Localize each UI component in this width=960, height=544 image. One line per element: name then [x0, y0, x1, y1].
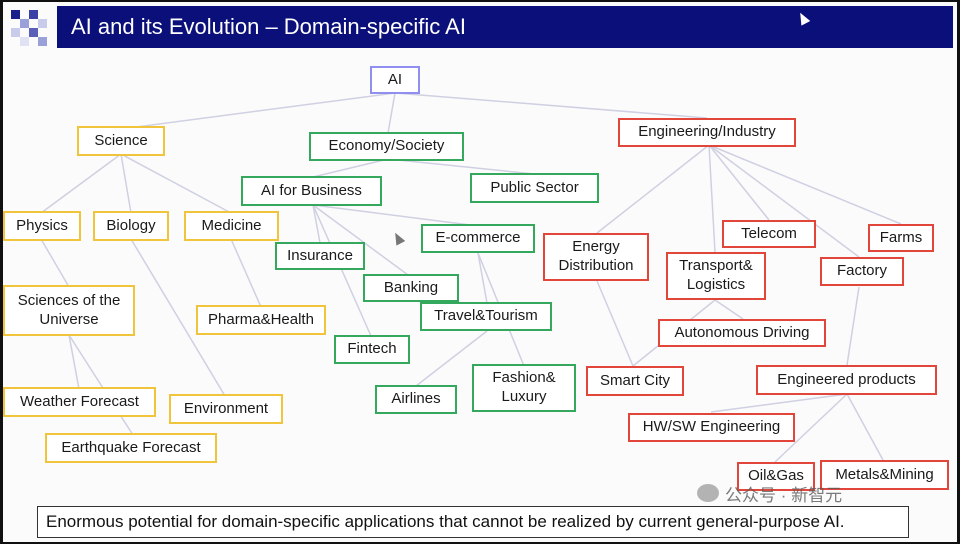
node-engineered-products: Engineered products: [756, 365, 937, 395]
node-airlines: Airlines: [375, 385, 457, 414]
node-fashion-luxury: Fashion& Luxury: [472, 364, 576, 412]
node-environment: Environment: [169, 394, 283, 424]
node-energy-distribution: Energy Distribution: [543, 233, 649, 281]
node-sciences-universe: Sciences of the Universe: [3, 285, 135, 336]
node-farms: Farms: [868, 224, 934, 252]
node-fintech: Fintech: [334, 335, 410, 364]
node-earthquake-forecast: Earthquake Forecast: [45, 433, 217, 463]
node-transport-logistics: Transport& Logistics: [666, 252, 766, 300]
slide-logo: [3, 2, 55, 48]
node-public-sector: Public Sector: [470, 173, 599, 203]
node-ai-for-business: AI for Business: [241, 176, 382, 206]
node-medicine: Medicine: [184, 211, 279, 241]
node-ai: AI: [370, 66, 420, 94]
node-telecom: Telecom: [722, 220, 816, 248]
node-smart-city: Smart City: [586, 366, 684, 396]
node-pharma-health: Pharma&Health: [196, 305, 326, 335]
watermark-text: 公众号 · 新智元: [725, 485, 843, 505]
node-biology: Biology: [93, 211, 169, 241]
node-e-commerce: E-commerce: [421, 224, 535, 253]
node-engineering-industry: Engineering/Industry: [618, 118, 796, 147]
node-autonomous-driving: Autonomous Driving: [658, 319, 826, 347]
node-science: Science: [77, 126, 165, 156]
node-factory: Factory: [820, 257, 904, 286]
node-economy-society: Economy/Society: [309, 132, 464, 161]
slide: AI and its Evolution – Domain-specific A…: [3, 2, 957, 542]
footer-note: Enormous potential for domain-specific a…: [37, 506, 909, 538]
watermark: 公众号 · 新智元: [697, 480, 842, 506]
node-banking: Banking: [363, 274, 459, 302]
node-weather-forecast: Weather Forecast: [3, 387, 156, 417]
node-metals-mining: Metals&Mining: [820, 460, 949, 490]
chat-bubble-icon: [697, 484, 719, 502]
node-travel-tourism: Travel&Tourism: [420, 302, 552, 331]
node-physics: Physics: [3, 211, 81, 241]
node-insurance: Insurance: [275, 242, 365, 270]
node-oil-gas: Oil&Gas: [737, 462, 815, 491]
node-hw-sw-engineering: HW/SW Engineering: [628, 413, 795, 442]
connector-lines: [40, 92, 902, 463]
slide-title: AI and its Evolution – Domain-specific A…: [57, 6, 953, 48]
